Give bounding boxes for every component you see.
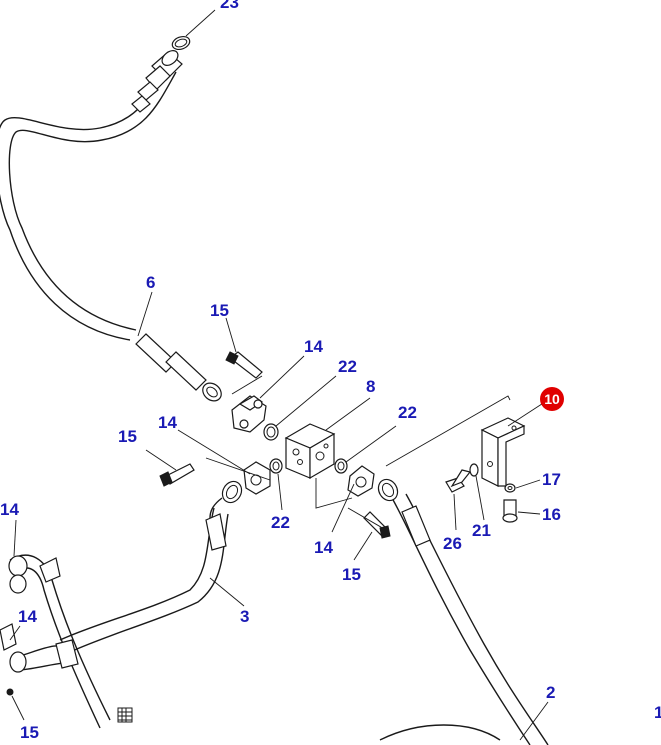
o-ring-22-upper [263, 423, 279, 441]
bolt-16 [502, 499, 518, 523]
split-flange-14-left [243, 461, 271, 495]
callout-15-left: 15 [118, 427, 137, 446]
callout-16: 16 [542, 505, 561, 524]
o-ring-23 [171, 35, 191, 51]
split-flange-14-upper [231, 395, 267, 433]
callout-14-bottom-left: 14 [18, 607, 37, 626]
washer-17 [504, 483, 516, 493]
callout-14-left: 14 [158, 413, 177, 432]
callout-3: 3 [240, 607, 249, 626]
callout-8: 8 [366, 377, 375, 396]
bracket-10 [480, 417, 526, 487]
callout-22-right: 22 [398, 403, 417, 422]
hose-6-top-fitting [131, 50, 183, 113]
bolt-15-left [159, 463, 195, 487]
callout-15-bottom-left: 15 [20, 723, 39, 742]
callout-10-badge: 10 [540, 387, 564, 411]
callout-10-badge-circle [540, 387, 564, 411]
leader-lines [9, 9, 549, 741]
callout-10: 10 [544, 391, 560, 407]
o-ring-22-right [334, 458, 348, 474]
callout-22-lower: 22 [271, 513, 290, 532]
hose-6 [0, 61, 177, 341]
block-8 [284, 423, 336, 480]
callout-15-lower: 15 [342, 565, 361, 584]
callout-14-lower: 14 [314, 538, 333, 557]
callout-26: 26 [443, 534, 462, 553]
callout-23: 23 [220, 0, 239, 12]
split-flange-14-right [347, 465, 375, 497]
callout-17: 17 [542, 470, 561, 489]
callout-22-upper: 22 [338, 357, 357, 376]
o-ring-22-left [269, 458, 283, 474]
callout-2: 2 [546, 683, 555, 702]
hose-6-bottom-fitting [135, 333, 222, 402]
callout-21: 21 [472, 521, 491, 540]
hose-3 [59, 480, 243, 653]
callout-15-upper: 15 [210, 301, 229, 320]
callout-6: 6 [146, 273, 155, 292]
bolt-26 [445, 469, 472, 493]
hose-2 [377, 478, 549, 745]
bolt-15-upper [225, 351, 263, 379]
washer-21 [469, 463, 479, 477]
callout-14-upper: 14 [304, 337, 323, 356]
lower-left-pipes [0, 554, 133, 729]
callout-14-far-left: 14 [0, 500, 19, 519]
callout-1: 1 [654, 703, 661, 722]
